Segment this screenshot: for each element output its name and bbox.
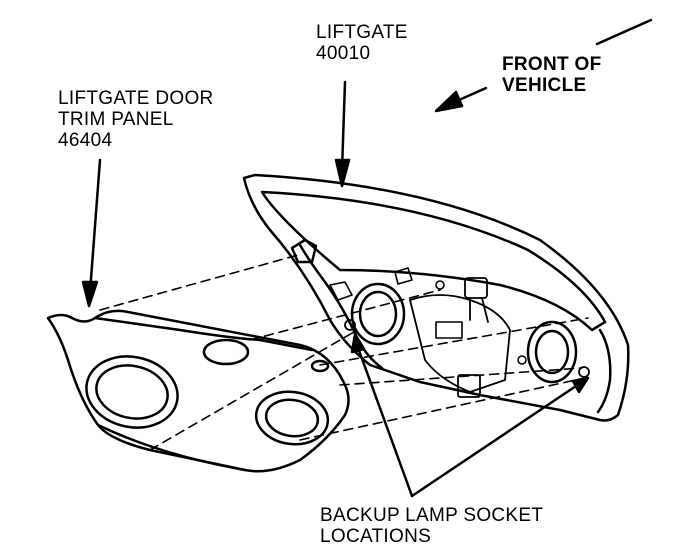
trim-panel xyxy=(46,309,350,473)
alignment-lines xyxy=(99,254,589,451)
leader-lines xyxy=(81,80,590,498)
front-arrow xyxy=(434,18,653,113)
trim-panel-line1: LIFTGATE DOOR xyxy=(58,88,214,109)
front-of-vehicle-label: FRONT OF VEHICLE xyxy=(502,54,602,96)
front-line2: VEHICLE xyxy=(502,75,587,96)
backup-lamp-line1: BACKUP LAMP SOCKET xyxy=(320,505,544,526)
trim-panel-label: LIFTGATE DOOR TRIM PANEL 46404 xyxy=(58,88,214,151)
trim-panel-line2: TRIM PANEL xyxy=(58,109,174,130)
backup-lamp-label: BACKUP LAMP SOCKET LOCATIONS xyxy=(320,505,543,547)
liftgate-part-number: 40010 xyxy=(316,43,371,64)
front-line1: FRONT OF xyxy=(502,54,602,75)
liftgate-name: LIFTGATE xyxy=(316,22,408,43)
backup-lamp-line2: LOCATIONS xyxy=(320,526,432,547)
liftgate-label: LIFTGATE 40010 xyxy=(316,22,408,64)
trim-panel-part-number: 46404 xyxy=(58,130,113,151)
liftgate xyxy=(242,173,630,422)
